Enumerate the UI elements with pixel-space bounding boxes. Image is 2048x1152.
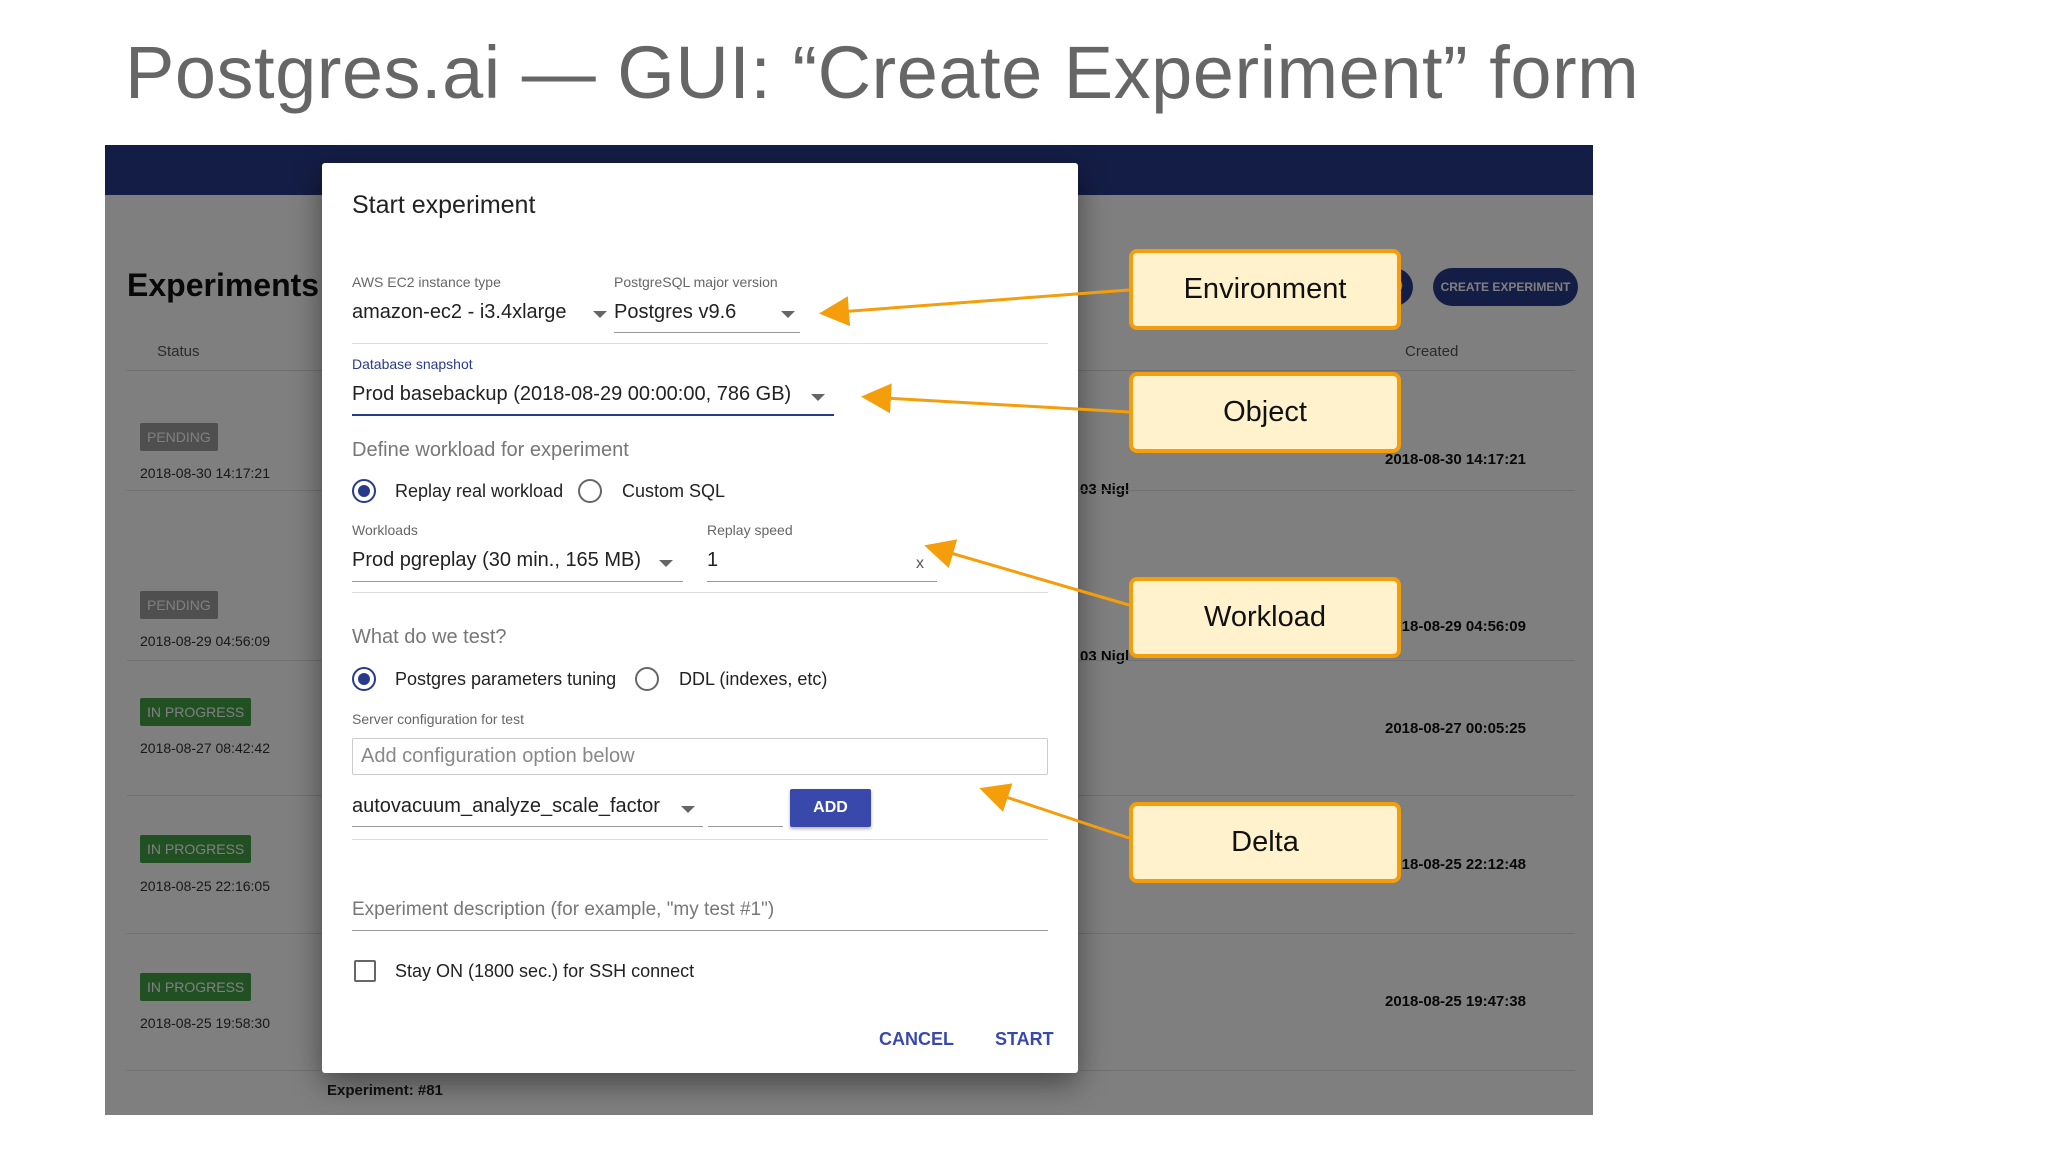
dialog-title: Start experiment [352, 191, 536, 219]
params-tuning-radio[interactable] [352, 667, 376, 691]
replay-speed-suffix: x [916, 555, 924, 572]
custom-sql-radio[interactable] [578, 479, 602, 503]
callout-object: Object [1129, 372, 1401, 453]
config-option-select[interactable]: autovacuum_analyze_scale_factor [352, 795, 660, 817]
replay-workload-label: Replay real workload [395, 481, 564, 501]
replay-speed-input[interactable]: 1 [707, 549, 719, 571]
row-divider [352, 592, 1048, 593]
row-divider [352, 839, 1048, 840]
environment-arrow [819, 288, 1130, 327]
description-input[interactable]: Experiment description (for example, "my… [352, 899, 775, 920]
replay-workload-radio[interactable] [352, 479, 376, 503]
pg-version-select[interactable]: Postgres v9.6 [614, 301, 737, 323]
config-value-input[interactable] [708, 826, 783, 827]
chevron-down-icon [781, 311, 795, 318]
callout-delta: Delta [1129, 802, 1401, 883]
ddl-radio[interactable] [635, 667, 659, 691]
chevron-down-icon [681, 806, 695, 813]
workloads-select[interactable]: Prod pgreplay (30 min., 165 MB) [352, 549, 642, 571]
workload-arrow [924, 539, 1130, 607]
snapshot-underline [352, 414, 834, 416]
chevron-down-icon [593, 311, 607, 318]
chevron-down-icon [811, 394, 825, 401]
workloads-underline [352, 581, 683, 582]
chevron-down-icon [659, 560, 673, 567]
config-option-underline [352, 826, 703, 827]
pg-version-label: PostgreSQL major version [614, 274, 778, 290]
description-underline [352, 930, 1048, 931]
workloads-label: Workloads [352, 522, 418, 538]
ddl-label: DDL (indexes, etc) [679, 669, 828, 689]
params-tuning-label: Postgres parameters tuning [395, 669, 617, 689]
stay-on-checkbox[interactable] [354, 960, 376, 982]
pg-version-underline [614, 332, 800, 333]
test-section-title: What do we test? [352, 626, 507, 648]
instance-type-select[interactable]: amazon-ec2 - i3.4xlarge [352, 301, 567, 323]
server-config-input[interactable]: Add configuration option below [352, 738, 1048, 775]
replay-speed-label: Replay speed [707, 522, 793, 538]
experiment-id-label: Experiment: #81 [327, 1082, 443, 1099]
add-button[interactable]: ADD [790, 789, 871, 827]
custom-sql-label: Custom SQL [622, 481, 726, 501]
instance-type-label: AWS EC2 instance type [352, 274, 501, 290]
callout-environment: Environment [1129, 249, 1401, 330]
cancel-button[interactable]: CANCEL [879, 1029, 954, 1049]
replay-speed-underline [707, 581, 937, 582]
row-divider [352, 343, 1048, 344]
workload-section-title: Define workload for experiment [352, 439, 629, 461]
server-config-label: Server configuration for test [352, 711, 524, 727]
delta-arrow [979, 783, 1130, 840]
slide-title: Postgres.ai — GUI: “Create Experiment” f… [125, 31, 1640, 114]
callout-workload: Workload [1129, 577, 1401, 658]
snapshot-label: Database snapshot [352, 356, 473, 372]
start-experiment-dialog: Start experiment AWS EC2 instance type a… [322, 163, 1078, 1073]
stay-on-label: Stay ON (1800 sec.) for SSH connect [395, 961, 695, 981]
snapshot-select[interactable]: Prod basebackup (2018-08-29 00:00:00, 78… [352, 383, 792, 405]
object-arrow [861, 383, 1130, 414]
start-button[interactable]: START [995, 1029, 1054, 1049]
